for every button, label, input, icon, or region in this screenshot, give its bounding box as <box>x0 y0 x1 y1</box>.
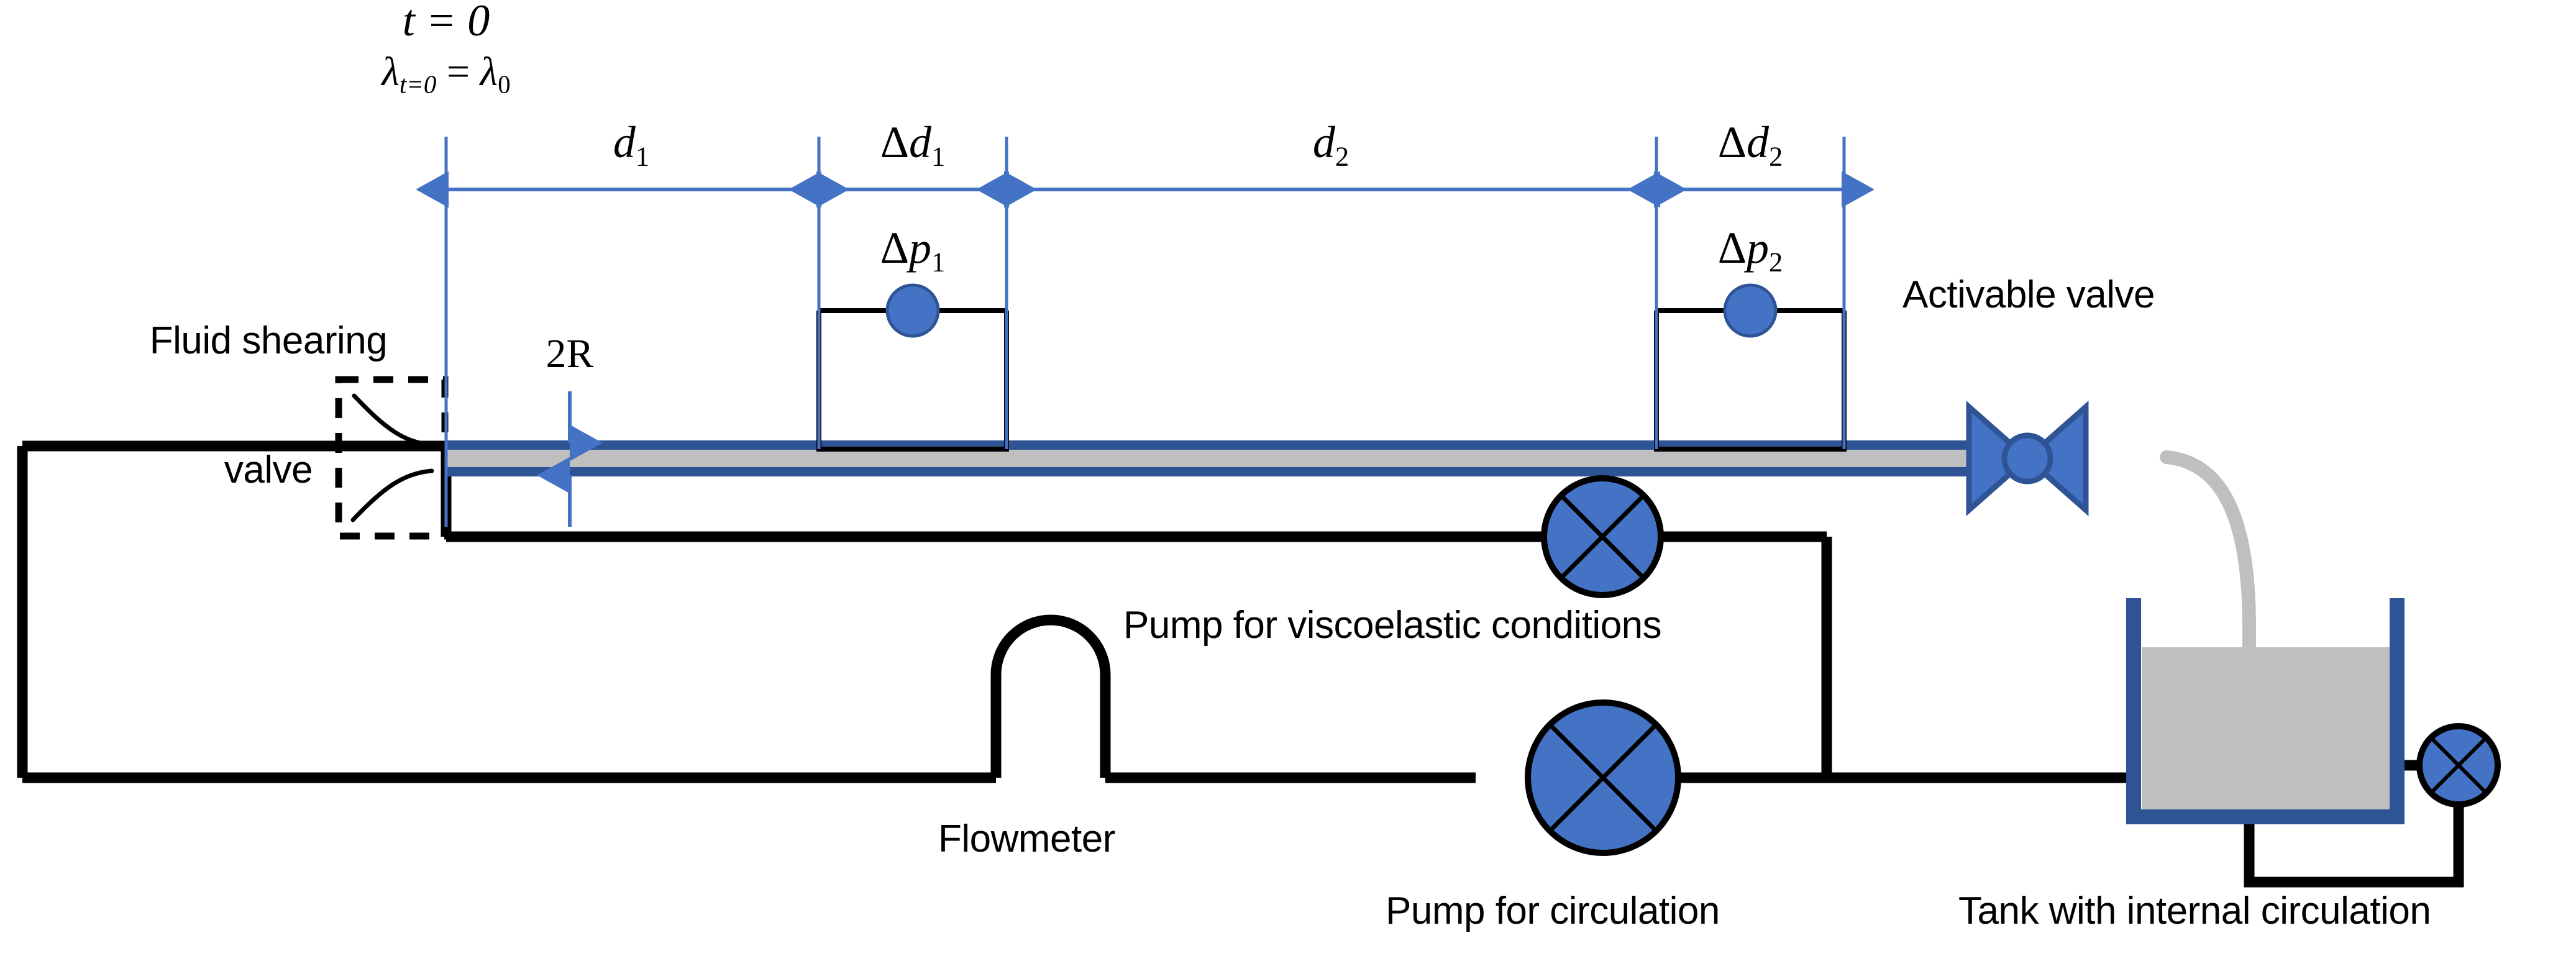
dimension-label-delta-d2: Δd2 <box>1718 117 1783 172</box>
delta-prefix-dd1: Δ <box>880 117 909 167</box>
dd2-symbol: d <box>1747 117 1769 167</box>
flowmeter-arch <box>990 614 1111 778</box>
delta-prefix-dp2: Δ <box>1717 223 1747 273</box>
pump-icon-circulation[interactable] <box>1525 699 1681 856</box>
lambda-rhs-symbol: λ <box>480 49 498 94</box>
label-pump-circulation: Pump for circulation <box>1386 890 1720 932</box>
delta-prefix-dp1: Δ <box>880 223 909 273</box>
pressure-sensor-icon-1 <box>816 283 1009 452</box>
tank-icon <box>2126 598 2405 824</box>
butterfly-valve-icon[interactable] <box>1966 401 2089 516</box>
fluid-shearing-valve-line1: Fluid shearing <box>149 319 388 362</box>
dp1-symbol: p <box>909 223 931 273</box>
valve-right-wing <box>2023 401 2089 516</box>
d2-subscript: 2 <box>1335 140 1350 172</box>
pump-icon-tank[interactable] <box>2416 723 2501 808</box>
dp2-subscript: 2 <box>1769 246 1783 278</box>
lambda-symbol: λ <box>381 49 400 94</box>
fluid-shearing-valve-line2: valve <box>224 448 313 492</box>
tube-fluid-core <box>446 449 2006 468</box>
delta-prefix-dd2: Δ <box>1717 117 1747 167</box>
label-tank: Tank with internal circulation <box>1958 890 2431 932</box>
sensor-label-delta-p2: Δp2 <box>1718 222 1783 278</box>
dimension-label-delta-d1: Δd1 <box>880 117 946 172</box>
tank-fluid <box>2142 647 2390 810</box>
initial-lambda-annotation: λt=0 = λ0 <box>381 49 511 99</box>
radius-label: 2R <box>546 330 593 378</box>
dd1-subscript: 1 <box>931 140 946 172</box>
label-fluid-shearing-valve: Fluid shearing valve <box>107 233 430 578</box>
pump-icon-viscoelastic[interactable] <box>1541 475 1664 598</box>
valve-stem-hub <box>2001 432 2053 485</box>
dp1-subscript: 1 <box>931 246 946 278</box>
dimension-label-d1: d1 <box>613 117 649 172</box>
pump-cross-b-viscoelastic <box>1559 493 1646 580</box>
dd2-subscript: 2 <box>1769 140 1783 172</box>
dimension-label-d2: d2 <box>1313 117 1349 172</box>
label-pump-viscoelastic: Pump for viscoelastic conditions <box>1123 604 1662 647</box>
d1-symbol: d <box>613 117 636 167</box>
dp2-symbol: p <box>1747 223 1769 273</box>
label-activable-valve: Activable valve <box>1902 273 2155 316</box>
pump-cross-b-circulation <box>1548 722 1658 833</box>
pressure-sensor-icon-2 <box>1654 283 1847 452</box>
sensor-diaphragm-2 <box>1723 283 1778 338</box>
tank-wall <box>2126 598 2405 824</box>
pipe-tank-drain <box>2244 788 2464 888</box>
valve-left-wing <box>1966 401 2032 516</box>
dd1-symbol: d <box>909 117 931 167</box>
lambda-subscript: t=0 <box>399 70 437 99</box>
capillary-tube <box>446 440 2006 476</box>
nozzle-curve-bottom <box>350 468 434 522</box>
tube-wall-bottom <box>446 467 2006 476</box>
initial-time-annotation: t = 0 <box>403 0 490 47</box>
d1-subscript: 1 <box>635 140 650 172</box>
dimension-lines <box>416 137 1875 527</box>
d2-symbol: d <box>1312 117 1335 167</box>
pump-cross-b-tank <box>2429 735 2488 795</box>
sensor-label-delta-p1: Δp1 <box>880 222 946 278</box>
sensor-diaphragm-1 <box>885 283 940 338</box>
nozzle-curve-top <box>352 393 434 447</box>
initial-time-text: t = 0 <box>402 0 490 45</box>
lambda-rhs-subscript: 0 <box>498 70 511 99</box>
radius-text: 2R <box>546 331 594 376</box>
label-flowmeter: Flowmeter <box>938 817 1115 860</box>
discharge-hose <box>2160 450 2256 696</box>
